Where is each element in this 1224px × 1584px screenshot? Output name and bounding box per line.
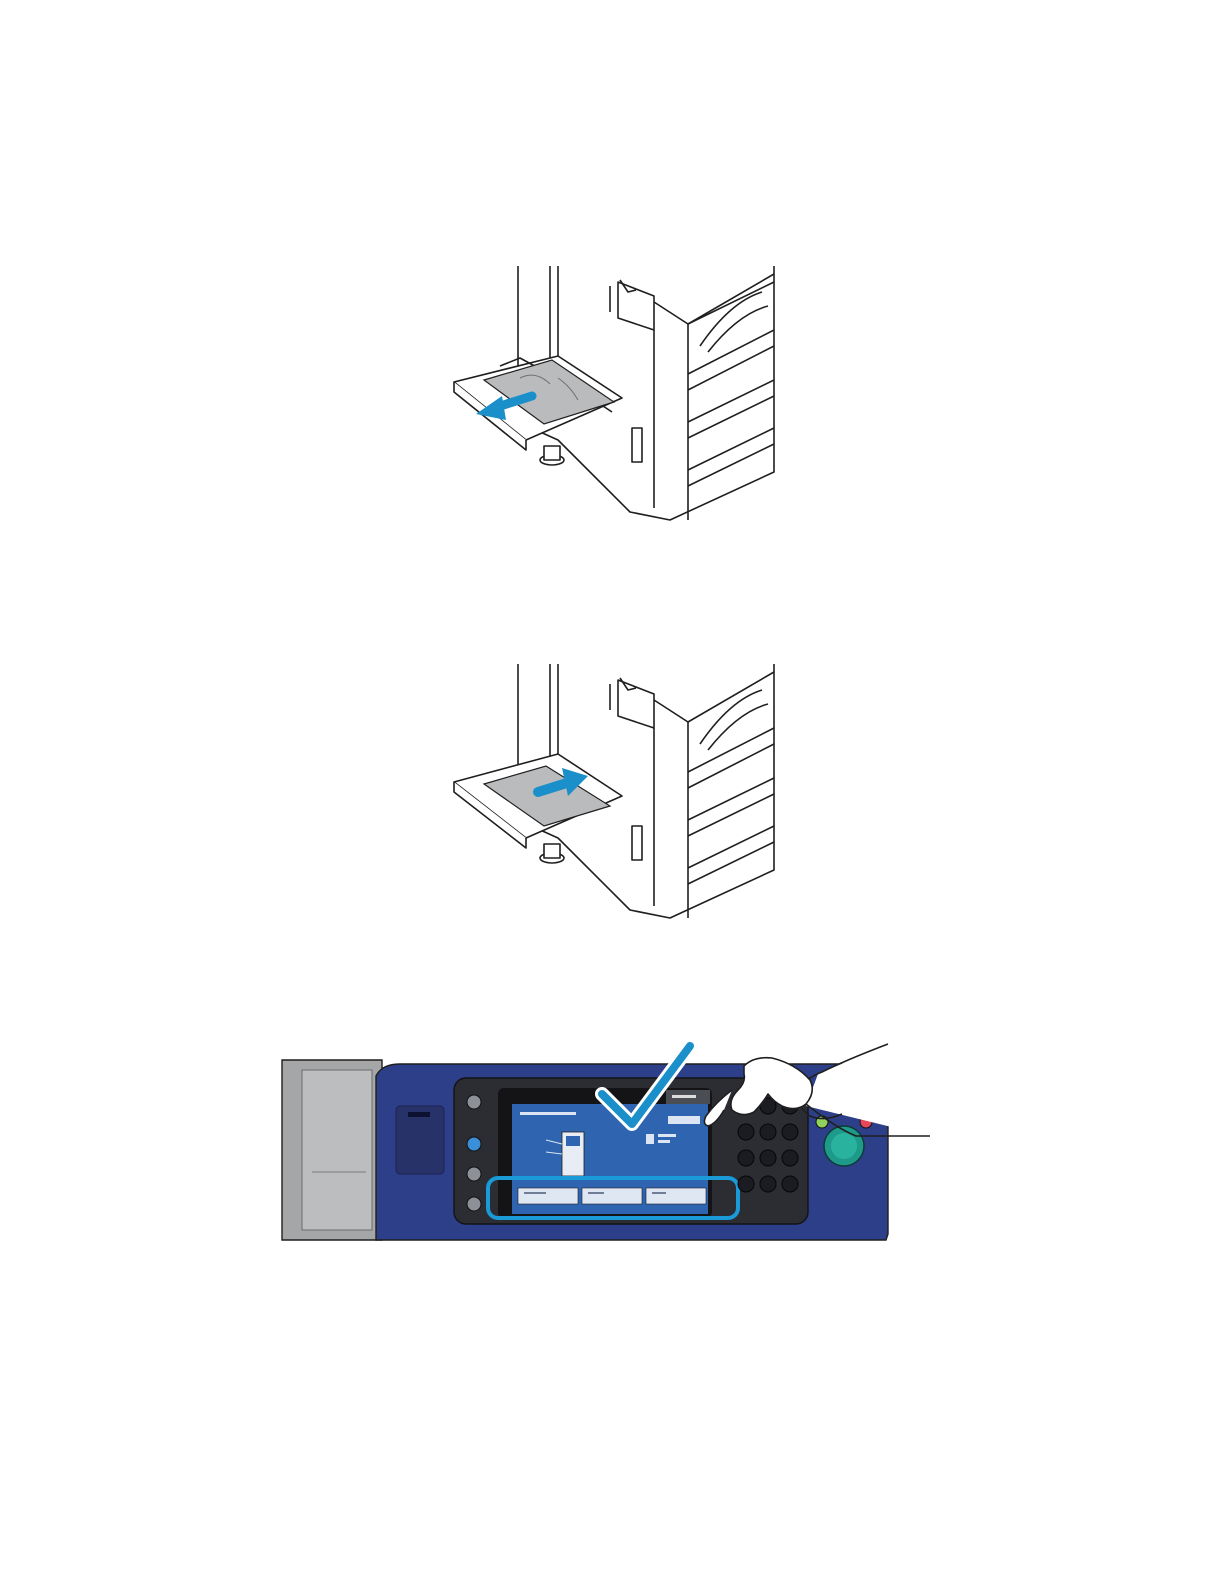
figure-reload-paper	[440, 660, 780, 922]
figure-remove-jammed-paper	[440, 262, 780, 524]
touch-screen[interactable]	[498, 1088, 712, 1218]
printer-illustration	[440, 262, 780, 524]
printer-illustration	[440, 660, 780, 922]
control-panel-illustration	[276, 1040, 936, 1250]
figure-control-panel-confirm	[276, 1040, 936, 1250]
